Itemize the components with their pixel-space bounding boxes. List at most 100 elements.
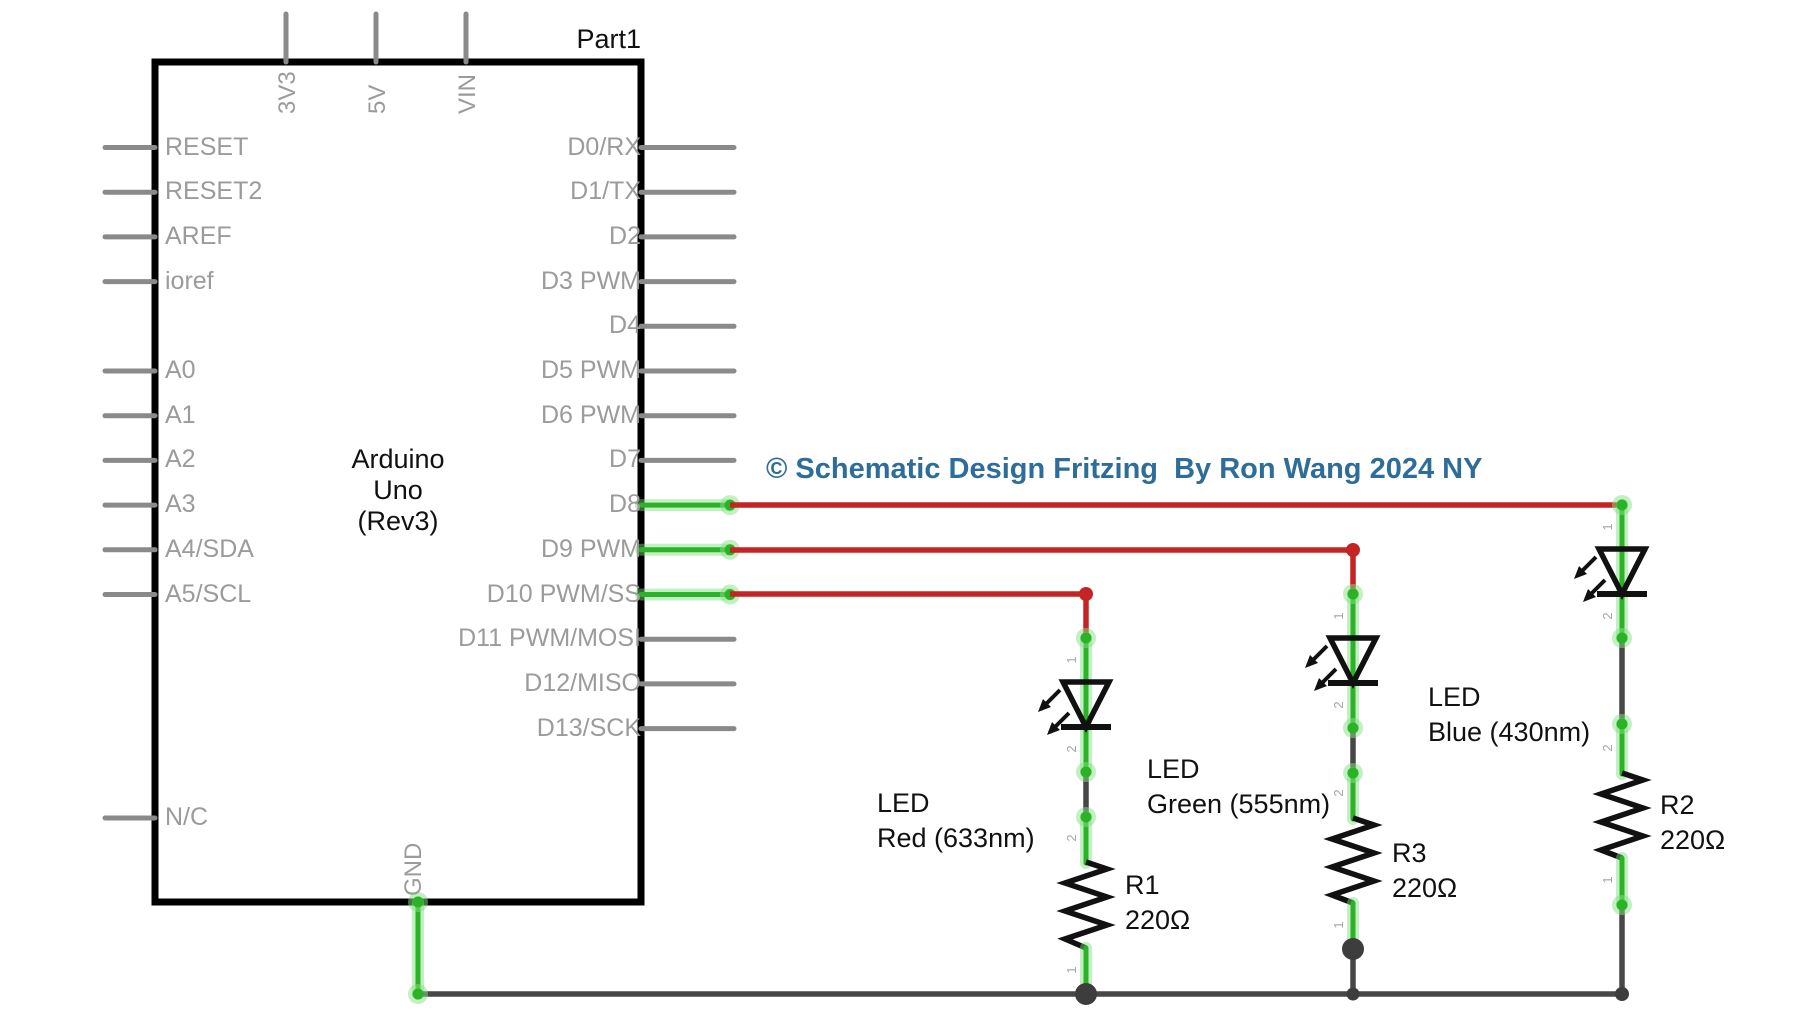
junction-dot-dark[interactable] (1342, 938, 1364, 960)
pin-label-D4: D4 (609, 311, 641, 340)
resistor-r2-symbol[interactable] (1592, 770, 1652, 861)
r3-ref: R3 (1392, 838, 1427, 868)
board-name: Arduino Uno (Rev3) (248, 444, 548, 537)
pin-label-A1: A1 (165, 400, 196, 429)
part-designator: Part1 (576, 24, 641, 54)
led-emission-arrowhead (1574, 566, 1587, 579)
pin-number: 1 (1331, 612, 1346, 619)
resistor-r3-label: R3 220Ω (1392, 836, 1457, 906)
pin-number: 2 (1600, 744, 1615, 751)
pin-label-D0/RX: D0/RX (567, 132, 641, 161)
junction-dot[interactable] (1616, 899, 1628, 911)
led-emission-arrowhead (1305, 655, 1318, 668)
pin-label-A2: A2 (165, 445, 196, 474)
junction-dot[interactable] (1616, 718, 1628, 730)
junction-dot[interactable] (412, 988, 424, 1000)
junction-dot-dark[interactable] (1615, 987, 1629, 1001)
pin-number: 1 (1600, 523, 1615, 530)
pin-label-A5/SCL: A5/SCL (165, 579, 252, 608)
r1-value: 220Ω (1125, 905, 1191, 935)
r2-ref: R2 (1660, 790, 1695, 820)
junction-dot[interactable] (1080, 766, 1092, 778)
board-name-line3: (Rev3) (357, 506, 439, 536)
pin-label-5v: 5V (364, 85, 391, 114)
junction-dot[interactable] (1080, 811, 1092, 823)
led-green-desc: Green (555nm) (1147, 789, 1331, 819)
led-red-name: LED (877, 788, 930, 818)
wire-d9-red[interactable] (730, 547, 1356, 594)
board-name-line2: Uno (373, 475, 423, 505)
junction-dot[interactable] (412, 896, 424, 908)
led-blue-desc: Blue (430nm) (1428, 717, 1591, 747)
pin-label-D12/MISO: D12/MISO (524, 668, 641, 697)
led-triangle (1325, 635, 1381, 690)
pin-number: 2 (1064, 745, 1079, 752)
led-red-label: LED Red (633nm) (877, 786, 1035, 856)
pin-label-D2: D2 (609, 221, 641, 250)
junction-dot-red[interactable] (1346, 543, 1360, 557)
r1-ref: R1 (1125, 870, 1160, 900)
led-emission-arrowhead (1038, 699, 1051, 712)
pin-label-D3 PWM: D3 PWM (541, 266, 641, 295)
pin-label-A0: A0 (165, 356, 196, 384)
junction-dot[interactable] (1347, 767, 1359, 779)
pin-label-D10 PWM/SS: D10 PWM/SS (486, 579, 641, 608)
pin-number: 2 (1600, 612, 1615, 619)
junction-dot-dark[interactable] (1346, 987, 1360, 1001)
resistor-r2-label: R2 220Ω (1660, 788, 1725, 858)
led-blue-label: LED Blue (430nm) (1428, 680, 1590, 750)
pin-number: 1 (1600, 876, 1615, 883)
junction-dot[interactable] (1616, 632, 1628, 644)
resistor-r1-symbol[interactable] (1056, 859, 1116, 951)
r3-value: 220Ω (1392, 873, 1458, 903)
resistor-r3-symbol[interactable] (1323, 815, 1383, 906)
junction-dot[interactable] (1080, 632, 1092, 644)
led-green-name: LED (1147, 754, 1200, 784)
led-green-label: LED Green (555nm) (1147, 752, 1330, 822)
pin-label-RESET: RESET (165, 132, 249, 161)
pin-number: 2 (1064, 834, 1079, 841)
pin-label-vin: VIN (454, 74, 481, 114)
r2-value: 220Ω (1660, 825, 1726, 855)
wire-d10-red[interactable] (730, 591, 1089, 638)
pin-number: 1 (1331, 921, 1346, 928)
board-name-line1: Arduino (351, 444, 445, 474)
led-green-symbol[interactable] (1305, 635, 1381, 691)
led-blue-symbol[interactable] (1574, 546, 1650, 602)
wire-junction-dots (408, 495, 1632, 1005)
resistor-r1-label: R1 220Ω (1125, 868, 1190, 938)
led-triangle (1594, 546, 1650, 601)
pin-label-D5 PWM: D5 PWM (541, 356, 641, 384)
junction-dot-red[interactable] (1079, 587, 1093, 601)
led-red-symbol[interactable] (1038, 679, 1114, 735)
junction-dot[interactable] (1347, 588, 1359, 600)
pin-label-D6 PWM: D6 PWM (541, 400, 641, 429)
copyright-text: © Schematic Design Fritzing By Ron Wang … (766, 453, 1483, 485)
led-emission-arrowhead (1047, 722, 1060, 735)
pin-label-D8: D8 (609, 490, 641, 519)
pin-label-D9 PWM: D9 PWM (541, 534, 641, 563)
pin-label-3v3: 3V3 (274, 71, 301, 114)
pin-label-D7: D7 (609, 445, 641, 474)
arduino-body[interactable] (151, 58, 645, 906)
pin-label-AREF: AREF (165, 221, 232, 250)
pin-label-gnd: GND (400, 843, 427, 896)
pin-label-D13/SCK: D13/SCK (536, 713, 641, 742)
pin-label-RESET2: RESET2 (165, 177, 263, 206)
pin-label-N/C: N/C (165, 803, 209, 831)
pin-number: 1 (1064, 966, 1079, 973)
component-pin-numbers: 1 2 2 1 1 2 2 1 1 2 2 1 (1064, 523, 1615, 973)
junction-dot-dark[interactable] (1075, 983, 1097, 1005)
led-red-desc: Red (633nm) (877, 823, 1035, 853)
led-blue-name: LED (1428, 682, 1481, 712)
led-emission-arrowhead (1314, 678, 1327, 691)
pin-label-A3: A3 (165, 490, 196, 519)
pin-label-ioref: ioref (165, 266, 214, 295)
pin-number: 1 (1064, 656, 1079, 663)
pin-label-A4/SDA: A4/SDA (165, 534, 254, 563)
junction-dot[interactable] (1347, 722, 1359, 734)
junction-dot[interactable] (1616, 499, 1628, 511)
pin-number: 2 (1331, 789, 1346, 796)
